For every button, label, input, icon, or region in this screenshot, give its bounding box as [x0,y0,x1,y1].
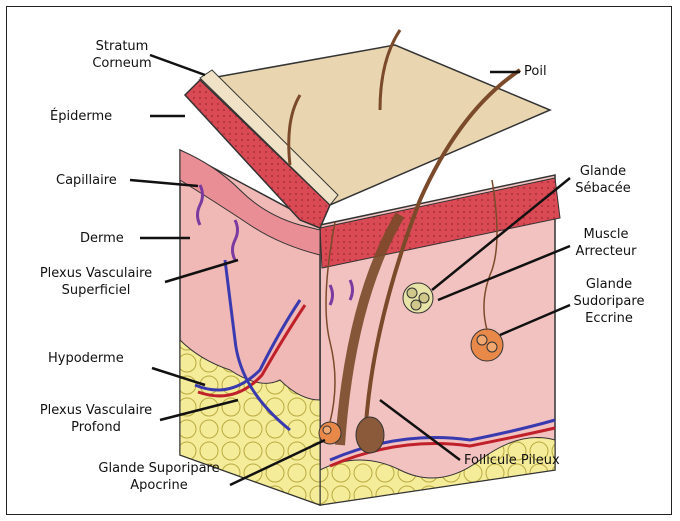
label-line: Corneum [76,55,168,72]
label-line: Plexus Vasculaire [26,265,166,282]
label-line: Glande [566,276,652,293]
follicle-bulb [356,417,384,453]
label-follicule-pileux: Follicule Pileux [464,452,560,469]
label-line: Glande [568,163,638,180]
label-glande-eccrine: Glande Sudoripare Eccrine [566,276,652,327]
label-glande-sebacee: Glande Sébacée [568,163,638,197]
label-line: Arrecteur [566,243,646,260]
label-line: Apocrine [84,477,234,494]
label-line: Stratum [76,38,168,55]
label-plexus-profond: Plexus Vasculaire Profond [26,402,166,436]
label-hypoderme: Hypoderme [48,350,124,367]
label-line: Profond [26,419,166,436]
label-line: Superficiel [26,282,166,299]
label-poil: Poil [524,63,547,80]
label-line: Sudoripare [566,293,652,310]
label-line: Sébacée [568,180,638,197]
label-stratum-corneum: Stratum Corneum [76,38,168,72]
label-plexus-superficiel: Plexus Vasculaire Superficiel [26,265,166,299]
label-derme: Derme [80,230,124,247]
label-muscle-arrecteur: Muscle Arrecteur [566,226,646,260]
label-epiderme: Épiderme [50,108,112,125]
label-glande-apocrine: Glande Suporipare Apocrine [84,460,234,494]
label-line: Muscle [566,226,646,243]
label-line: Glande Suporipare [84,460,234,477]
label-line: Eccrine [566,310,652,327]
label-line: Plexus Vasculaire [26,402,166,419]
label-capillaire: Capillaire [56,172,117,189]
